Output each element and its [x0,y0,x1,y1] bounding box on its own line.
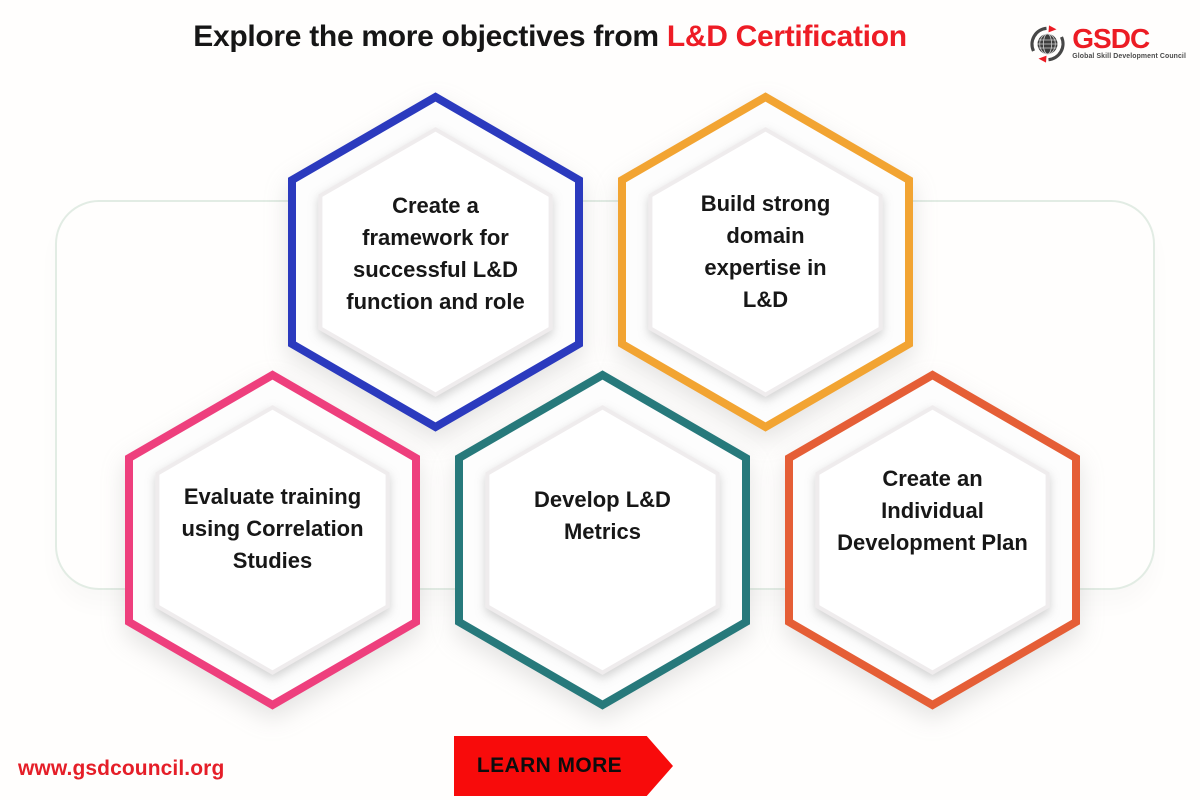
hexagon-create-framework: Create a framework for successful L&D fu… [288,92,583,432]
hexagon-individual-development-plan: Create an Individual Development Plan [785,370,1080,710]
hexagon-outline [618,92,913,432]
logo-name: GSDC [1072,23,1150,54]
website-link[interactable]: www.gsdcouncil.org [18,757,225,780]
learn-more-label: LEARN MORE [476,754,623,777]
hexagon-outline [288,92,583,432]
page-title: Explore the more objectives from L&D Cer… [0,20,1100,54]
gsdc-logo[interactable]: GSDC Global Skill Development Council [1026,20,1186,66]
hexagon-outline [785,370,1080,710]
hexagon-label: Build strong domain expertise in L&D [700,191,831,312]
learn-more-button[interactable]: LEARN MORE [454,736,673,796]
hexagon-develop-ld-metrics: Develop L&D Metrics [455,370,750,710]
hexagon-evaluate-training: Evaluate training using Correlation Stud… [125,370,420,710]
title-prefix: Explore the more objectives from [193,20,667,53]
title-highlight: L&D Certification [666,20,907,53]
hexagon-label: Create a framework for successful L&D fu… [346,193,525,314]
logo-text: GSDC Global Skill Development Council [1072,23,1186,61]
hexagon-outline [455,370,750,710]
logo-tagline: Global Skill Development Council [1072,53,1186,60]
hexagon-label: Evaluate training using Correlation Stud… [181,484,364,573]
hexagon-label: Develop L&D Metrics [534,487,671,544]
hexagon-build-domain-expertise: Build strong domain expertise in L&D [618,92,913,432]
globe-icon [1030,25,1065,63]
hexagon-outline [125,370,420,710]
hexagon-label: Create an Individual Development Plan [837,466,1028,555]
